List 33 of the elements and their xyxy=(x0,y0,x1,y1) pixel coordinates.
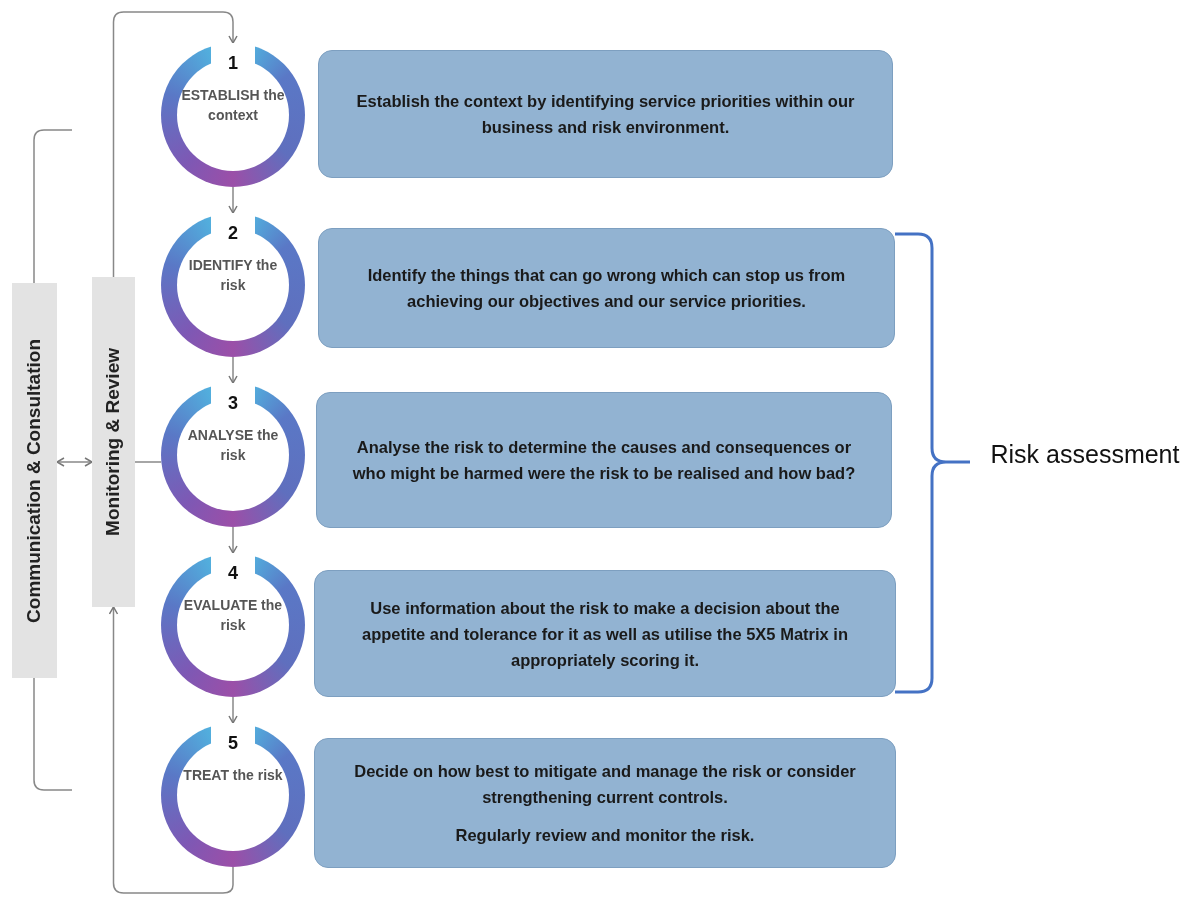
step-title: ESTABLISH the context xyxy=(181,86,285,125)
arrow xyxy=(228,526,238,554)
step-title: EVALUATE the risk xyxy=(182,596,284,635)
bracket-label: Risk assessment xyxy=(990,439,1180,470)
step-title: TREAT the risk xyxy=(182,766,284,785)
description-text: Regularly review and monitor the risk. xyxy=(455,825,755,846)
description-text: Identify the things that can go wrong which can stop us from achieving our objectives and our service priorities. xyxy=(366,265,847,312)
description-text: Use information about the risk to make a decision about the appetite and tolerance for it as well as utilise the 5X5 Matrix in appropriately scoring it. xyxy=(361,597,849,671)
vertical-label-bar xyxy=(92,277,135,607)
step-number: 2 xyxy=(228,222,238,245)
step-title: ANALYSE the risk xyxy=(186,426,280,465)
bar-label: Monitoring & Review xyxy=(101,348,125,536)
arrow xyxy=(112,11,238,278)
description-box xyxy=(316,392,892,528)
arrow xyxy=(108,606,234,894)
arrow xyxy=(56,457,93,467)
step-title: IDENTIFY the risk xyxy=(187,256,279,295)
description-box xyxy=(318,50,893,178)
vertical-label-bar xyxy=(12,283,57,678)
arrow xyxy=(228,696,238,724)
description-box xyxy=(318,228,895,348)
description-box xyxy=(314,738,896,868)
description-text: Analyse the risk to determine the causes and consequences or who might be harmed were the risk to be realised and how bad? xyxy=(351,437,857,484)
description-text: Decide on how best to mitigate and manage the risk or consider strengthening current controls. xyxy=(353,761,857,808)
step-number: 4 xyxy=(228,562,238,585)
step-number: 3 xyxy=(228,392,238,415)
arrow xyxy=(228,186,238,214)
step-number: 5 xyxy=(228,732,238,755)
step-number: 1 xyxy=(228,52,238,75)
bar-label: Communication & Consultation xyxy=(22,338,46,623)
arrow xyxy=(228,356,238,384)
description-box xyxy=(314,570,896,697)
description-text: Establish the context by identifying service priorities within our business and risk environment. xyxy=(355,91,856,138)
